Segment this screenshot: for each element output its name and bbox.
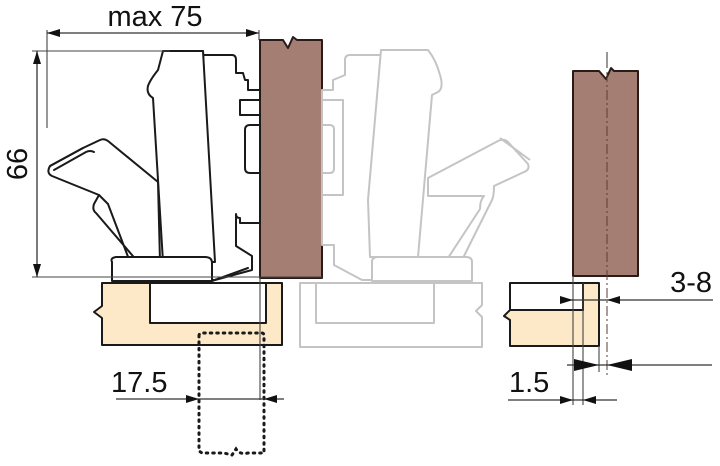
detail-door-panel	[572, 67, 639, 277]
door-panel	[259, 36, 323, 279]
dimension-label-1-5: 1.5	[509, 367, 549, 399]
dimension-label-17-5: 17.5	[111, 367, 167, 399]
dimension-label-66: 66	[2, 148, 34, 180]
hinge-body	[47, 50, 261, 282]
door-overlay-detail-view: 3-8 1.5	[503, 52, 713, 405]
dimension-3-8: 3-8	[560, 267, 713, 304]
dimension-66: 66	[2, 50, 322, 278]
dimension-label-max-75: max 75	[107, 1, 202, 33]
open-hinge-ghost-view	[299, 49, 531, 348]
dimension-max-75: max 75	[46, 1, 260, 128]
dimension-1-5: 1.5	[508, 367, 617, 404]
detail-cabinet-side	[503, 282, 600, 347]
closed-hinge-side-view: max 75 66 17.5	[2, 1, 323, 457]
dimension-label-3-8: 3-8	[670, 267, 712, 299]
door-gap-indicator	[567, 359, 712, 371]
dimension-17-5: 17.5	[111, 367, 284, 403]
drill-hole-outline	[197, 331, 266, 457]
cabinet-side-panel	[93, 282, 283, 346]
